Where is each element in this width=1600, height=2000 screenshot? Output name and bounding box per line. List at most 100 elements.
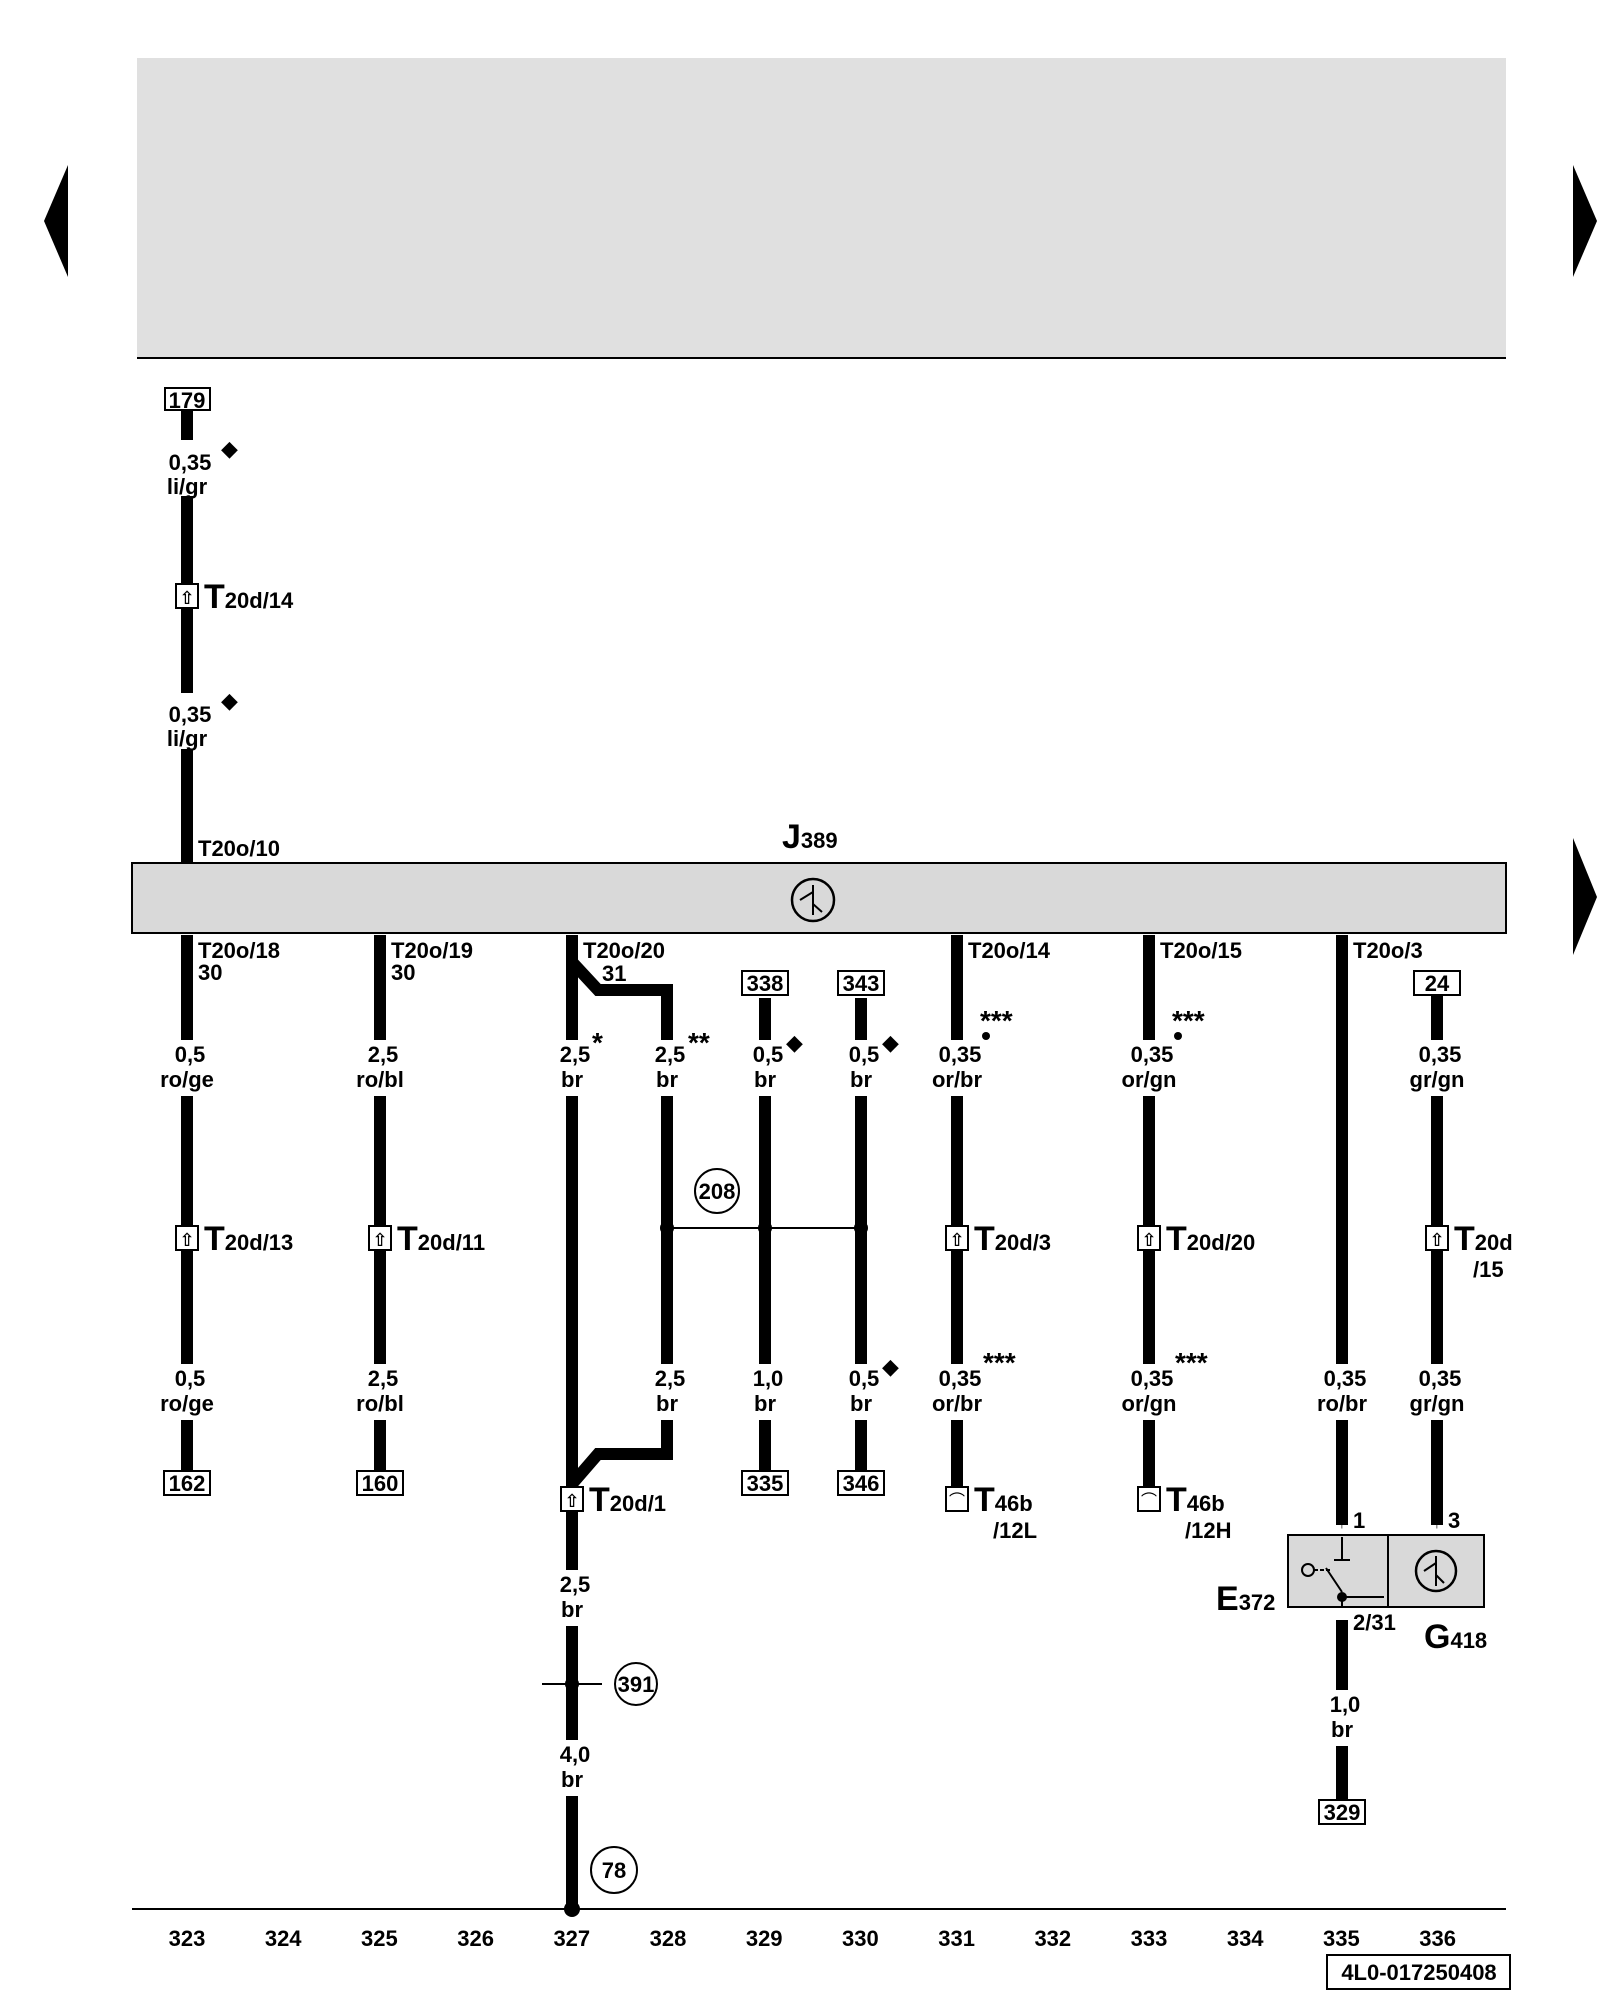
column-number: 329 — [746, 1926, 783, 1951]
wire-size: 0,35 — [1324, 1366, 1367, 1391]
column-number: 333 — [1131, 1926, 1168, 1951]
pin-T20o-3: T20o/3 — [1353, 938, 1423, 963]
connector-T20d-11: T20d/11 — [397, 1220, 485, 1258]
prev-page-arrow-icon[interactable] — [44, 165, 68, 277]
header-area — [137, 58, 1506, 358]
doc-number: 4L0-017250408 — [1341, 1960, 1496, 1985]
top-wire: 179 0,35 ◆ li/gr ⇧ T20d/14 0,35 ◆ li/gr … — [160, 387, 294, 862]
column-number: 328 — [650, 1926, 687, 1951]
wire-size: 0,5 — [175, 1366, 206, 1391]
star-mark: *** — [983, 1347, 1016, 1378]
wire-color: or/br — [932, 1391, 983, 1416]
connector-T20d-1: T20d/1 — [589, 1481, 666, 1519]
connector-arrow-icon: ⇧ — [179, 1230, 194, 1250]
ref-338: 338 — [747, 971, 784, 996]
diamond-mark: ◆ — [221, 688, 238, 713]
connector-T20d-14: T20d/14 — [204, 578, 294, 616]
node-78: 78 — [602, 1858, 626, 1883]
diamond-mark: ◆ — [786, 1030, 803, 1055]
wire-size: 4,0 — [560, 1742, 591, 1767]
star-mark: *** — [1172, 1005, 1205, 1036]
column-number: 331 — [938, 1926, 975, 1951]
next-page-arrow-icon-lower[interactable] — [1573, 838, 1597, 955]
wire-size: 0,35 — [1419, 1366, 1462, 1391]
column-number: 324 — [265, 1926, 302, 1951]
ref-329: 329 — [1324, 1800, 1361, 1825]
column-number: 323 — [169, 1926, 206, 1951]
wire-size: 0,35 — [1131, 1042, 1174, 1067]
column-number: 334 — [1227, 1926, 1264, 1951]
wire-color: br — [850, 1067, 872, 1092]
pin-T20o-15: T20o/15 — [1160, 938, 1242, 963]
connector-socket-icon: ⌒ — [1141, 1492, 1157, 1510]
next-page-arrow-icon[interactable] — [1573, 165, 1597, 277]
wire-size: 0,35 — [1419, 1042, 1462, 1067]
star-mark: ** — [688, 1027, 710, 1058]
connector-T20d-13: T20d/13 — [204, 1220, 293, 1258]
pin-labels: ↓ T20o/18 30 ↓ T20o/19 30 ↓ T20o/20 31 ↓… — [183, 938, 1423, 986]
pin-T20o-18: T20o/18 — [198, 938, 280, 963]
wire-size: 0,35 — [1131, 1366, 1174, 1391]
pin-arrow-icon: ↑ — [1433, 1515, 1441, 1532]
node-208: 208 — [699, 1179, 736, 1204]
wire-color: ro/bl — [356, 1067, 404, 1092]
wire-size: 0,35 — [939, 1366, 982, 1391]
wire-color: ro/bl — [356, 1391, 404, 1416]
wire-color: li/gr — [167, 726, 208, 751]
connector-T46b-12H: T46b — [1166, 1481, 1225, 1519]
wire-size: 1,0 — [1330, 1692, 1361, 1717]
lower-wire-labels: 0,5 ro/ge 2,5 ro/bl 2,5 br 1,0 br 0,5 ◆ … — [152, 1347, 1472, 1420]
star-mark: *** — [1175, 1347, 1208, 1378]
wire-color: br — [850, 1391, 872, 1416]
top-ref-boxes: 338 343 24 — [741, 970, 1461, 996]
connector-T46b-12H-sub: /12H — [1185, 1518, 1231, 1543]
node-391: 391 — [618, 1672, 655, 1697]
ref-24: 24 — [1425, 971, 1450, 996]
connector-arrow-icon: ⇧ — [1429, 1230, 1444, 1250]
ground-bridge-208: 208 — [660, 1168, 868, 1235]
connector-arrow-icon: ⇧ — [1141, 1230, 1156, 1250]
wire-color: br — [1331, 1717, 1353, 1742]
wire-size: 2,5 — [368, 1042, 399, 1067]
column-number: 325 — [361, 1926, 398, 1951]
pin-sub-31: 31 — [602, 961, 626, 986]
connector-arrow-icon: ⇧ — [564, 1491, 579, 1511]
wire-color: br — [656, 1067, 678, 1092]
wire-color: br — [656, 1391, 678, 1416]
wire-color: gr/gn — [1410, 1067, 1465, 1092]
connector-socket-icon: ⌒ — [949, 1492, 965, 1510]
pin-2-31: 2/31 — [1353, 1610, 1396, 1635]
connector-arrow-icon: ⇧ — [179, 588, 194, 608]
column-number: 332 — [1034, 1926, 1071, 1951]
control-unit-label: J389 — [782, 818, 838, 856]
pin-3: 3 — [1448, 1508, 1460, 1533]
wire-size: 0,35 — [169, 702, 212, 727]
sensor-electronics-icon — [1414, 1549, 1458, 1593]
connector-T46b-12L-sub: /12L — [993, 1518, 1037, 1543]
pin-sub-30: 30 — [198, 960, 222, 985]
wire-size: 2,5 — [560, 1042, 591, 1067]
wire-color: or/gn — [1122, 1391, 1177, 1416]
can-connectors: ⌒ T46b /12L ⌒ T46b /12H — [945, 1481, 1231, 1543]
column-number: 327 — [553, 1926, 590, 1951]
pin-arrow-icon: ↓ — [1338, 1616, 1346, 1633]
mid-connectors: ⇧ T20d/13 ⇧ T20d/11 ⇧ T20d/3 ⇧ T20d/20 ⇧… — [175, 1220, 1513, 1282]
ref-160: 160 — [362, 1471, 399, 1496]
wire-color: ro/ge — [160, 1067, 214, 1092]
wire-color: or/br — [932, 1067, 983, 1092]
switch-icon — [1301, 1537, 1384, 1607]
wire-color: br — [754, 1067, 776, 1092]
wire-color: or/gn — [1122, 1067, 1177, 1092]
column-number: 330 — [842, 1926, 879, 1951]
wire-color: br — [561, 1067, 583, 1092]
wire-size: 1,0 — [753, 1366, 784, 1391]
wire-size: 2,5 — [655, 1042, 686, 1067]
wire-size: 0,5 — [849, 1042, 880, 1067]
doc-number-box: 4L0-017250408 — [1326, 1954, 1511, 1990]
star-mark: * — [592, 1027, 603, 1058]
column-number: 326 — [457, 1926, 494, 1951]
wire-color: br — [561, 1597, 583, 1622]
connector-T20d-15-sub: /15 — [1473, 1257, 1504, 1282]
connector-T20d-3: T20d/3 — [974, 1220, 1051, 1258]
